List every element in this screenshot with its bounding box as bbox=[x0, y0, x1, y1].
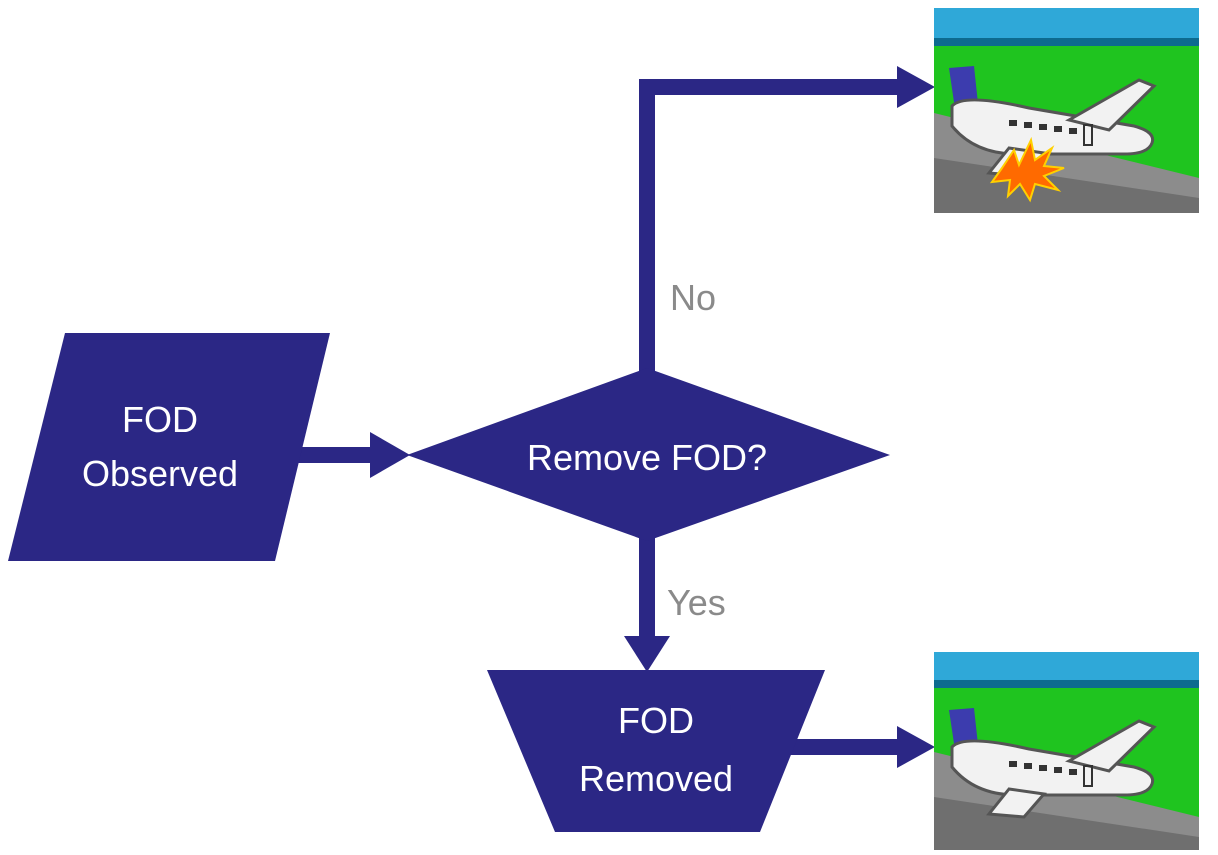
arrowhead-decision bbox=[370, 432, 410, 478]
arrowhead-no-branch bbox=[897, 66, 935, 108]
observed-label-line2: Observed bbox=[82, 453, 238, 494]
observed-label-line1: FOD bbox=[122, 399, 198, 440]
branch-label-yes: Yes bbox=[667, 582, 726, 623]
decision-label: Remove FOD? bbox=[527, 437, 767, 478]
impact-burst bbox=[989, 136, 1065, 203]
removed-label-line1: FOD bbox=[618, 700, 694, 741]
removed-shape bbox=[487, 670, 825, 832]
node-fod-removed: FOD Removed bbox=[487, 670, 825, 832]
airplane-icon bbox=[934, 652, 1199, 850]
arrowhead-removed-outcome bbox=[897, 726, 935, 768]
decision-shape bbox=[407, 368, 890, 541]
connectors bbox=[295, 66, 935, 768]
removed-label-line2: Removed bbox=[579, 758, 733, 799]
node-fod-observed: FOD Observed bbox=[8, 333, 330, 561]
node-decision: Remove FOD? bbox=[407, 368, 890, 541]
observed-shape bbox=[8, 333, 330, 561]
damaged-airplane-icon bbox=[934, 8, 1199, 213]
connector-no-branch bbox=[639, 79, 900, 372]
branch-label-no: No bbox=[670, 277, 716, 318]
arrowhead-yes-branch bbox=[624, 636, 670, 672]
